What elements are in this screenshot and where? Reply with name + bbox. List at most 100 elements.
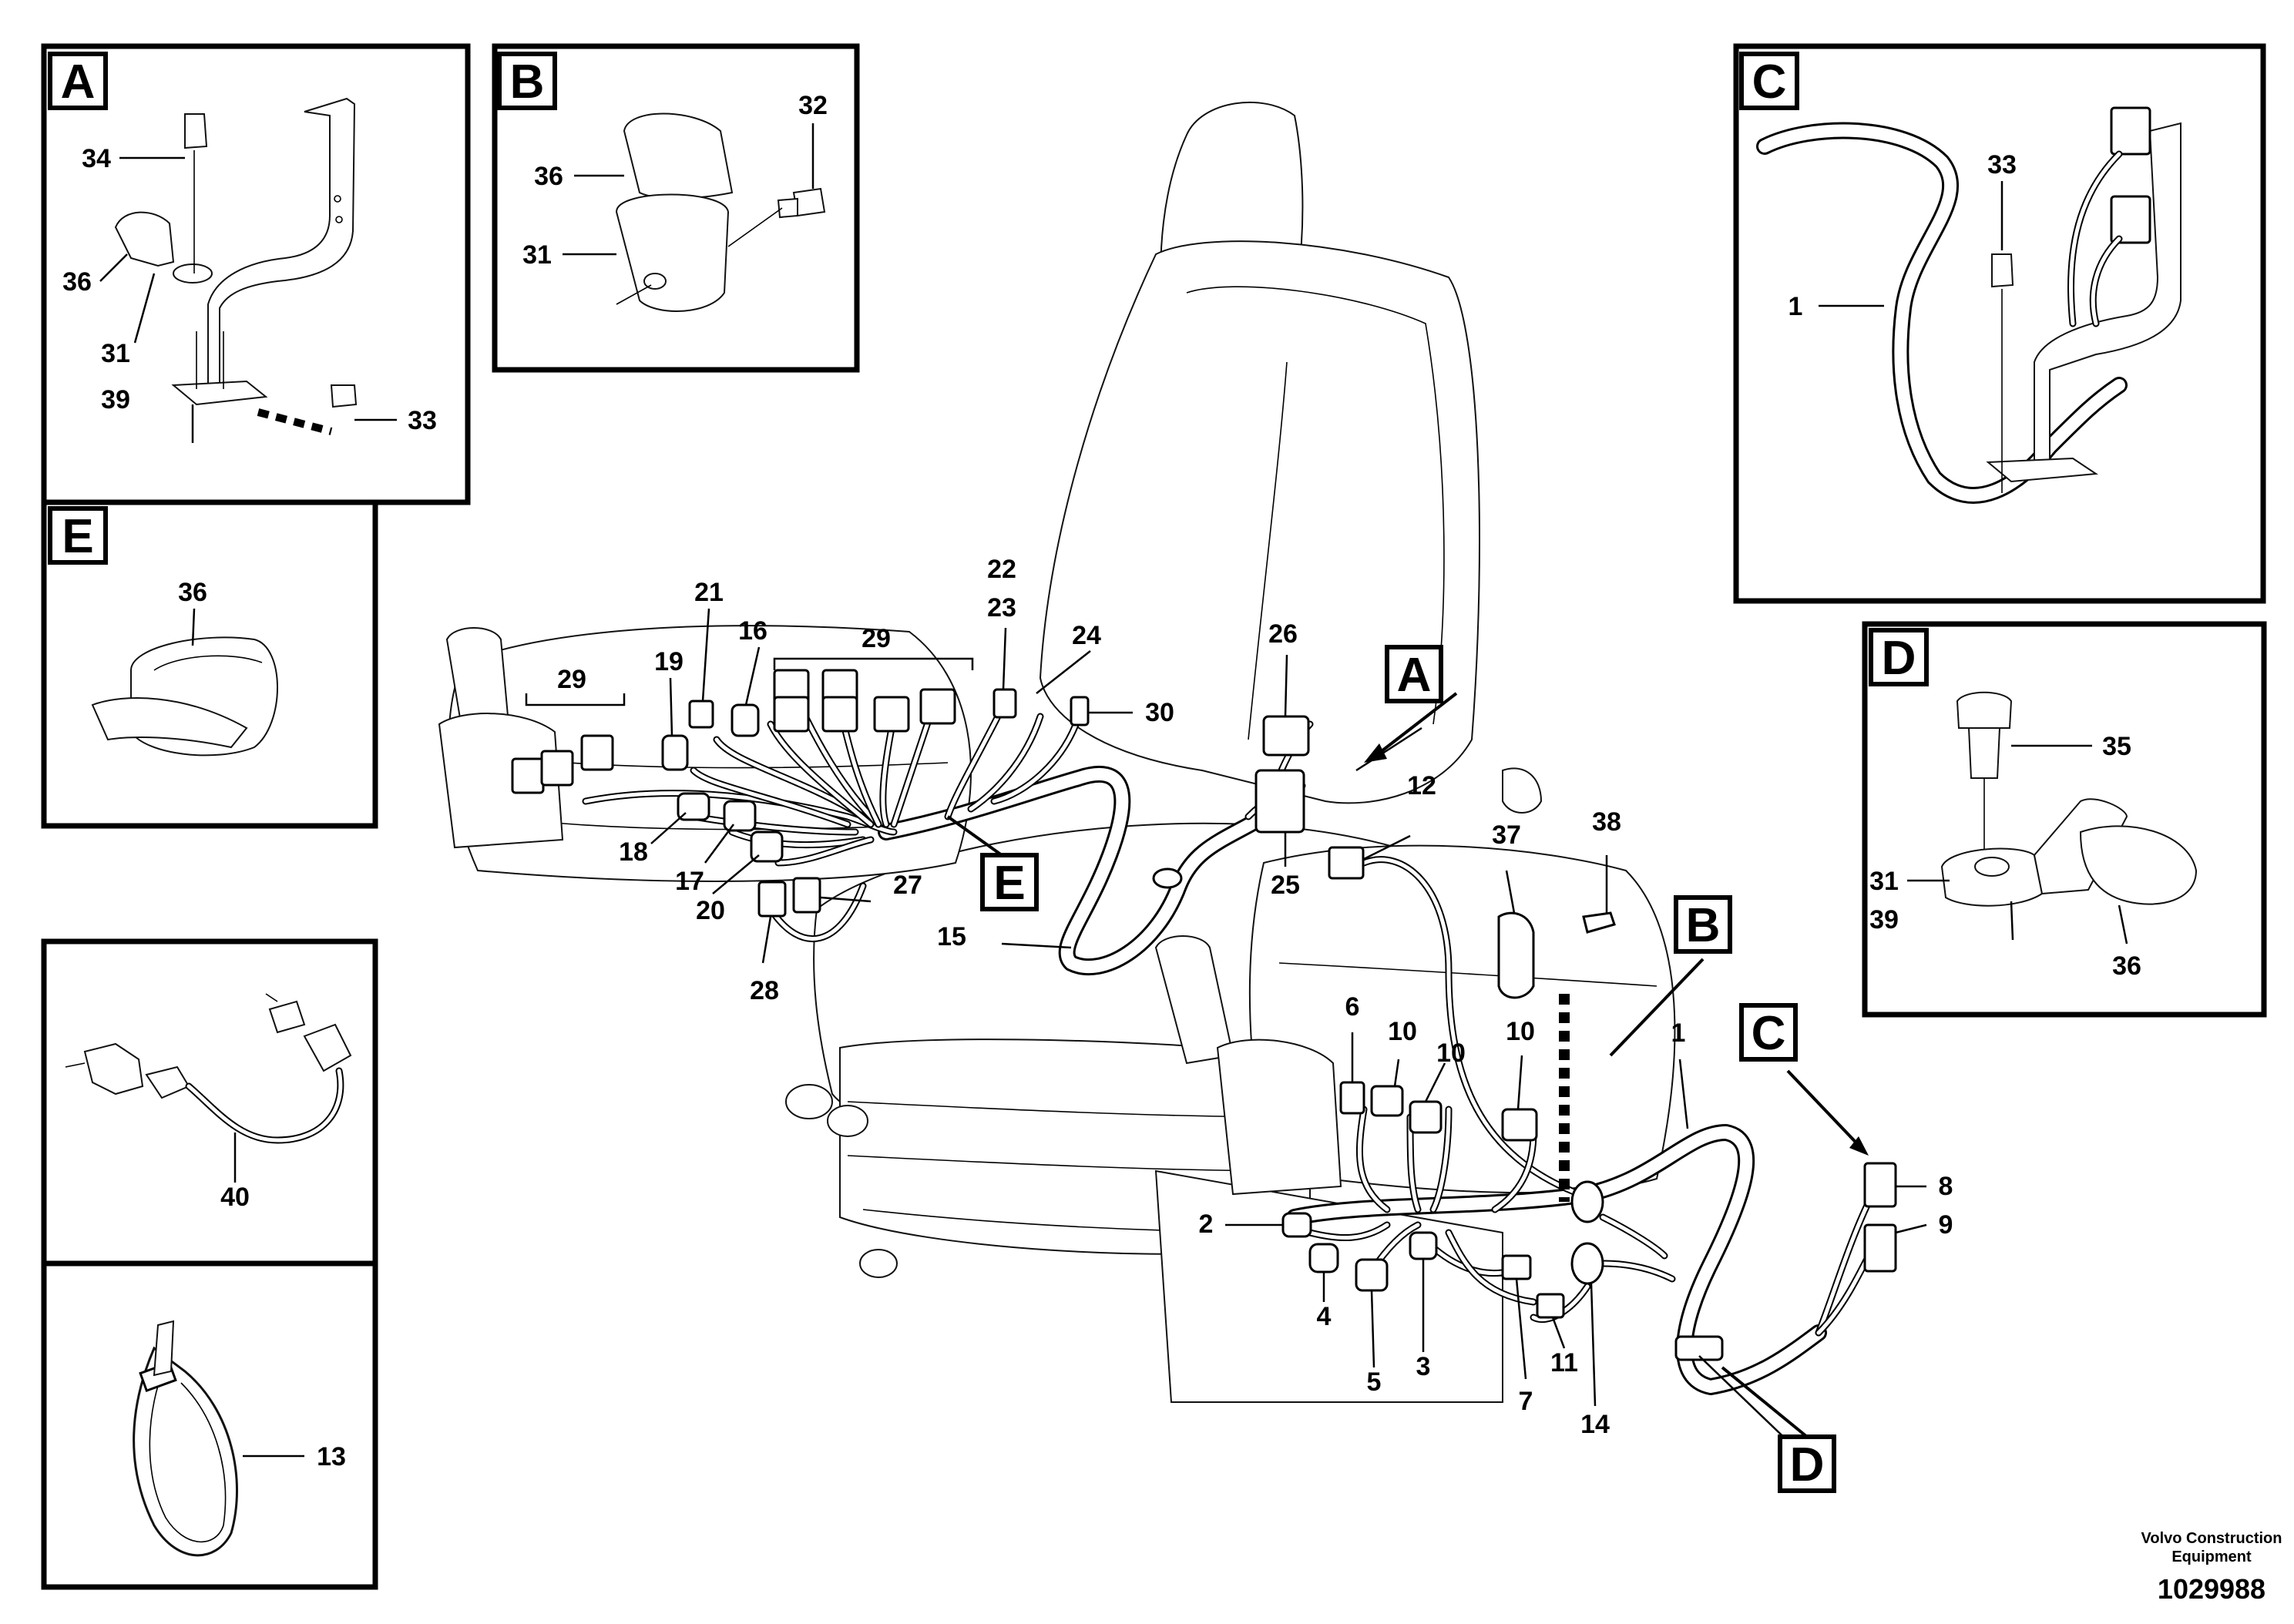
- cab-wiring-harness: [878, 766, 1827, 1395]
- part-label: 7: [1519, 1387, 1533, 1416]
- connector-16: [731, 703, 760, 737]
- part-label: 40: [220, 1183, 250, 1212]
- connector-3: [1409, 1231, 1438, 1260]
- part-label: 6: [1345, 992, 1360, 1022]
- detail-panel-adapter-cable: 40: [41, 938, 378, 1267]
- part-label: 23: [987, 593, 1016, 622]
- detail-panel-c: C 33 1: [1733, 43, 2266, 604]
- part-label: 36: [2112, 951, 2141, 981]
- connector-7: [1501, 1254, 1532, 1280]
- part-label: 36: [62, 267, 92, 297]
- connector-2: [1281, 1212, 1312, 1238]
- panel-c-letter: C: [1752, 55, 1787, 109]
- connector-10a: [1370, 1085, 1404, 1117]
- connector-27: [792, 877, 821, 914]
- connector-26: [1262, 715, 1310, 757]
- part-label: 11: [1550, 1348, 1578, 1377]
- drawing-number: 1029988: [2158, 1573, 2265, 1605]
- part-label: 33: [408, 406, 437, 435]
- part-label: 30: [1145, 698, 1174, 727]
- part-label: 21: [694, 578, 724, 607]
- part-label: 15: [937, 922, 966, 951]
- connector-4: [1308, 1243, 1339, 1273]
- part-label: 24: [1072, 621, 1101, 650]
- connector-8: [1863, 1162, 1897, 1208]
- connector-28: [757, 881, 787, 918]
- company-line-1: Volvo Construction: [2141, 1530, 2282, 1547]
- tag-d-letter: D: [1790, 1438, 1825, 1491]
- connector-25: [1254, 769, 1305, 834]
- part-label: 17: [675, 867, 704, 896]
- detail-panel-a: A 34 36 31 39 33: [41, 43, 471, 505]
- connector-29i: [919, 688, 956, 725]
- part-label: 1: [1789, 292, 1803, 321]
- tag-b-letter: B: [1686, 899, 1721, 952]
- callout-tag-a: A: [1364, 645, 1458, 763]
- connector-20: [750, 830, 784, 863]
- drawing-footer: Volvo Construction Equipment 1029988: [2141, 1530, 2282, 1605]
- detail-panel-cable-tie: 13: [41, 1260, 378, 1590]
- part-label: 20: [696, 896, 725, 925]
- connector-29b: [540, 750, 574, 787]
- part-label: 10: [1388, 1017, 1417, 1046]
- part-label: 1: [1671, 1018, 1686, 1048]
- part-label: 10: [1506, 1017, 1535, 1046]
- connector-6: [1339, 1081, 1365, 1115]
- tag-c-letter: C: [1752, 1007, 1786, 1060]
- connector-5: [1355, 1258, 1389, 1292]
- part-label: 22: [987, 555, 1016, 584]
- callout-tag-b: B: [1609, 895, 1732, 1057]
- connector-14a: [1570, 1180, 1604, 1223]
- panel-b-letter: B: [510, 55, 545, 109]
- connector-19: [661, 734, 689, 771]
- connector-12: [1328, 846, 1365, 880]
- part-label: 27: [893, 871, 922, 900]
- part-label: 31: [1869, 867, 1899, 896]
- part-label: 33: [1987, 150, 2017, 180]
- part-label: 26: [1268, 619, 1298, 649]
- connector-29a: [511, 757, 545, 794]
- part-label: 3: [1416, 1352, 1431, 1381]
- connector-29e: [773, 696, 810, 733]
- callout-tag-d: D: [1721, 1366, 1836, 1493]
- callout-tag-e: E: [946, 815, 1039, 911]
- part-label: 5: [1367, 1367, 1382, 1397]
- part-label: 19: [654, 647, 683, 676]
- connector-10c: [1501, 1108, 1538, 1142]
- part-label: 36: [178, 578, 207, 607]
- detail-panel-e: E 36: [41, 499, 378, 829]
- connectors: [511, 669, 1897, 1361]
- part-label: 29: [862, 624, 891, 653]
- connector-29c: [580, 734, 614, 771]
- leader-lines: [525, 608, 1927, 1449]
- part-label: 18: [619, 837, 648, 867]
- connector-21: [688, 700, 714, 729]
- connector-29g: [821, 696, 858, 733]
- part-label: 34: [82, 144, 111, 173]
- part-label: 35: [2102, 732, 2131, 761]
- connector-10b: [1409, 1100, 1443, 1134]
- part-label: 16: [738, 616, 767, 646]
- part-label: 4: [1317, 1302, 1332, 1331]
- part-label: 36: [534, 162, 563, 191]
- connector-9: [1863, 1223, 1897, 1273]
- part-label: 2: [1199, 1210, 1214, 1239]
- detail-panel-d: D 35 31 39 36: [1862, 621, 2267, 1018]
- part-label: 31: [522, 240, 552, 270]
- part-label: 14: [1580, 1410, 1610, 1439]
- main-part-labels: 29 19 21 16 29 22 23 24 30 26 25 12 18 1…: [557, 555, 1953, 1439]
- part-label: 9: [1939, 1210, 1953, 1240]
- panel-d-letter: D: [1882, 632, 1916, 685]
- part-label: 29: [557, 665, 586, 694]
- grommet: [1152, 867, 1183, 889]
- connector-17: [723, 800, 757, 832]
- panel-a-letter: A: [61, 55, 96, 109]
- part-label: 37: [1492, 820, 1521, 850]
- part-label: 12: [1407, 771, 1436, 800]
- part-label: 10: [1436, 1038, 1466, 1068]
- strap-36-main: [1674, 1335, 1724, 1361]
- detail-panel-b: B 32 36 31: [492, 43, 860, 373]
- part-label: 32: [798, 91, 828, 120]
- part-label: 39: [1869, 905, 1899, 934]
